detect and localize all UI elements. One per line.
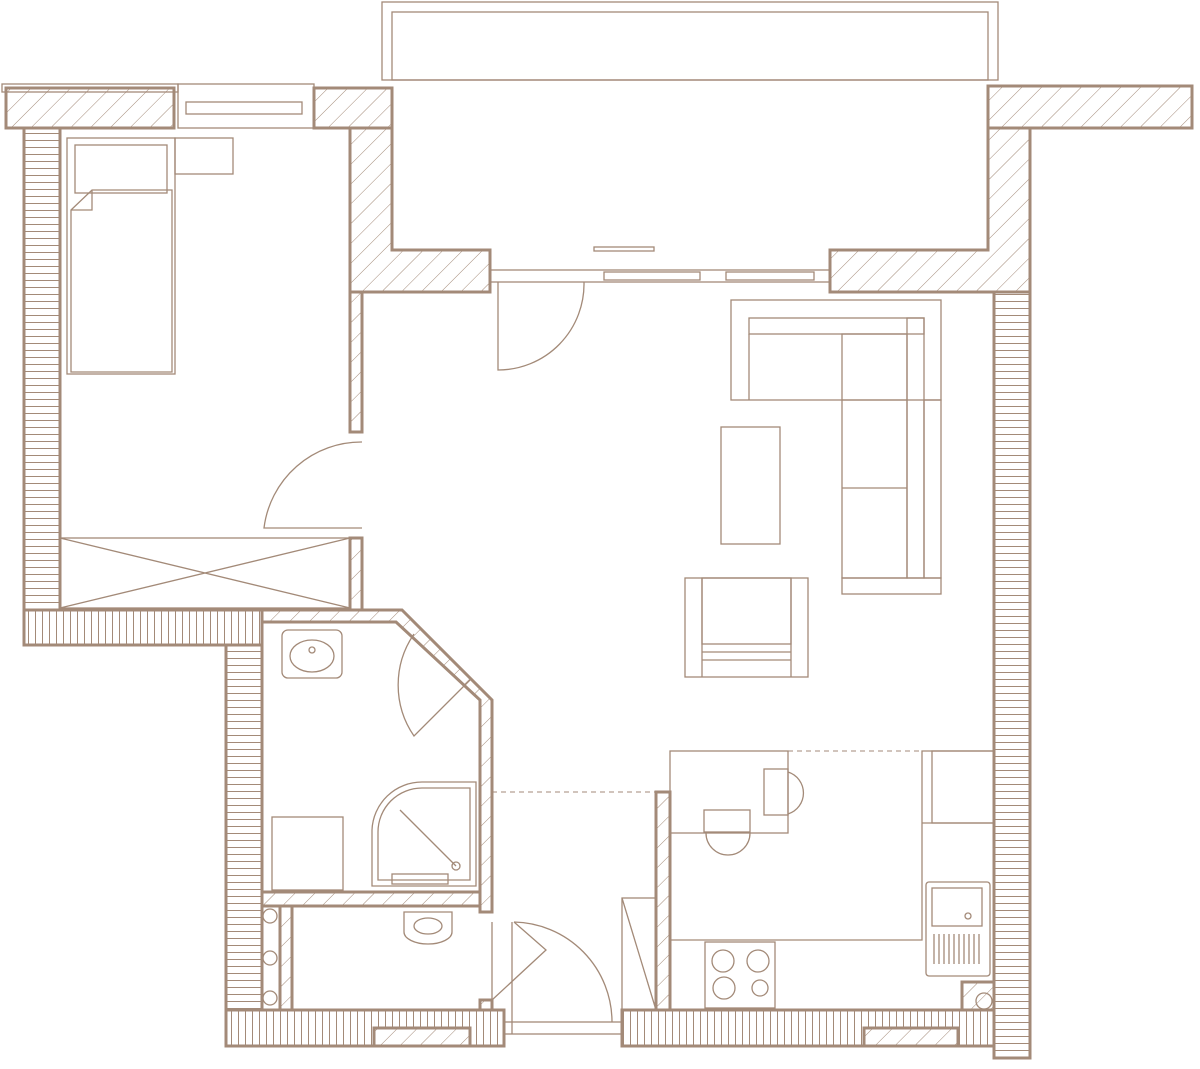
washing-machine	[271, 816, 344, 891]
nightstand	[174, 137, 234, 175]
wardrobe	[59, 537, 351, 609]
windows	[177, 83, 960, 1048]
wc-basin	[403, 911, 453, 945]
balcony	[381, 1, 999, 252]
boiler	[975, 992, 993, 1010]
kitchen-counter	[670, 750, 995, 941]
walls	[1, 83, 1194, 1060]
washbasin	[281, 629, 343, 679]
shower	[371, 781, 477, 887]
shoe-cabinet	[621, 897, 657, 1011]
doors	[263, 281, 922, 1034]
dining-table	[669, 750, 805, 856]
armchair	[684, 577, 809, 678]
sink	[925, 881, 991, 977]
coffee-table	[720, 426, 781, 545]
sofa	[730, 299, 942, 595]
stove	[704, 941, 776, 1009]
pipes	[261, 905, 281, 1011]
bed	[66, 137, 176, 375]
